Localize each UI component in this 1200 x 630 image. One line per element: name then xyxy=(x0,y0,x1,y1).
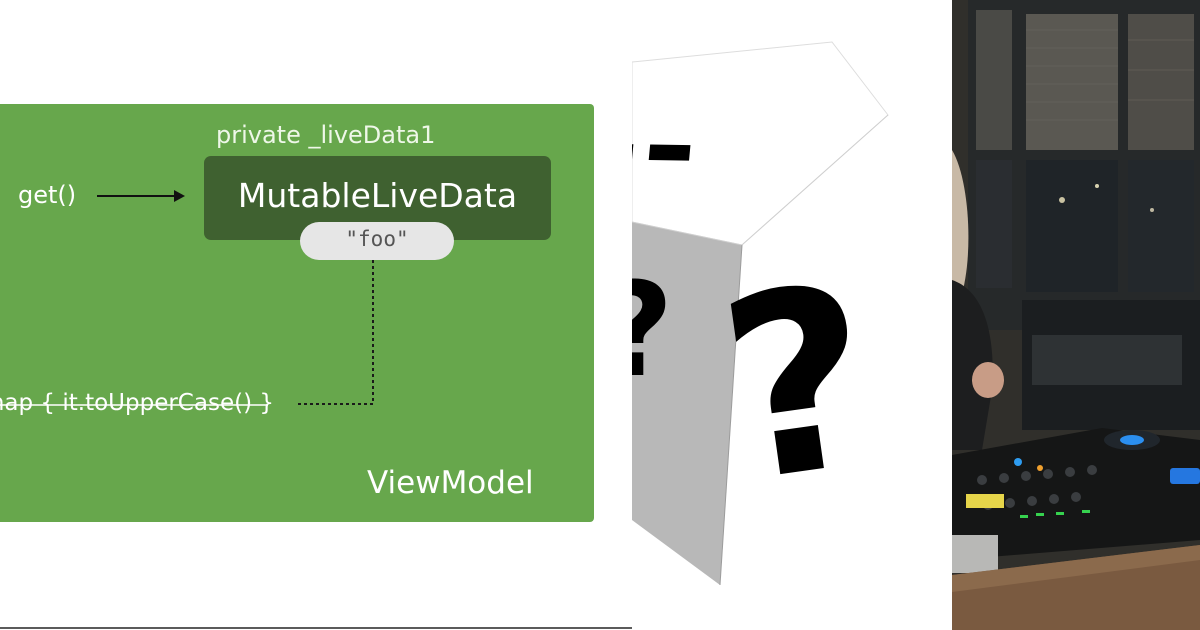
get-arrowhead xyxy=(174,190,185,202)
private-livedata-label: private _liveData1 xyxy=(216,121,436,149)
box-left-face xyxy=(632,222,742,585)
diagram-connectors xyxy=(0,190,374,406)
map-dotted-connector xyxy=(296,260,374,405)
person-body xyxy=(952,280,993,450)
laptop xyxy=(952,535,998,573)
person-hand xyxy=(972,362,1004,398)
bottom-divider xyxy=(0,627,632,629)
get-method-label: get() xyxy=(18,181,77,209)
viewmodel-label: ViewModel xyxy=(367,465,534,501)
dj-photo-panel xyxy=(952,0,1200,630)
value-pill xyxy=(300,222,454,260)
mutable-livedata-label: MutableLiveData xyxy=(237,176,518,215)
value-label: "foo" xyxy=(345,227,409,251)
box-right-face xyxy=(720,115,888,585)
livedata-diagram-panel: private _liveData1 get() MutableLiveData… xyxy=(0,104,632,629)
question-mark-top: ? xyxy=(632,122,748,177)
dj-photo xyxy=(952,0,1200,630)
mystery-box-icon: ? ? ? xyxy=(632,41,890,586)
question-mark-left: ? xyxy=(632,254,674,406)
mystery-box-panel: ? ? ? xyxy=(632,0,952,630)
map-transform-label: map { it.toUpperCase() } xyxy=(0,390,274,416)
person-hair xyxy=(952,150,969,300)
